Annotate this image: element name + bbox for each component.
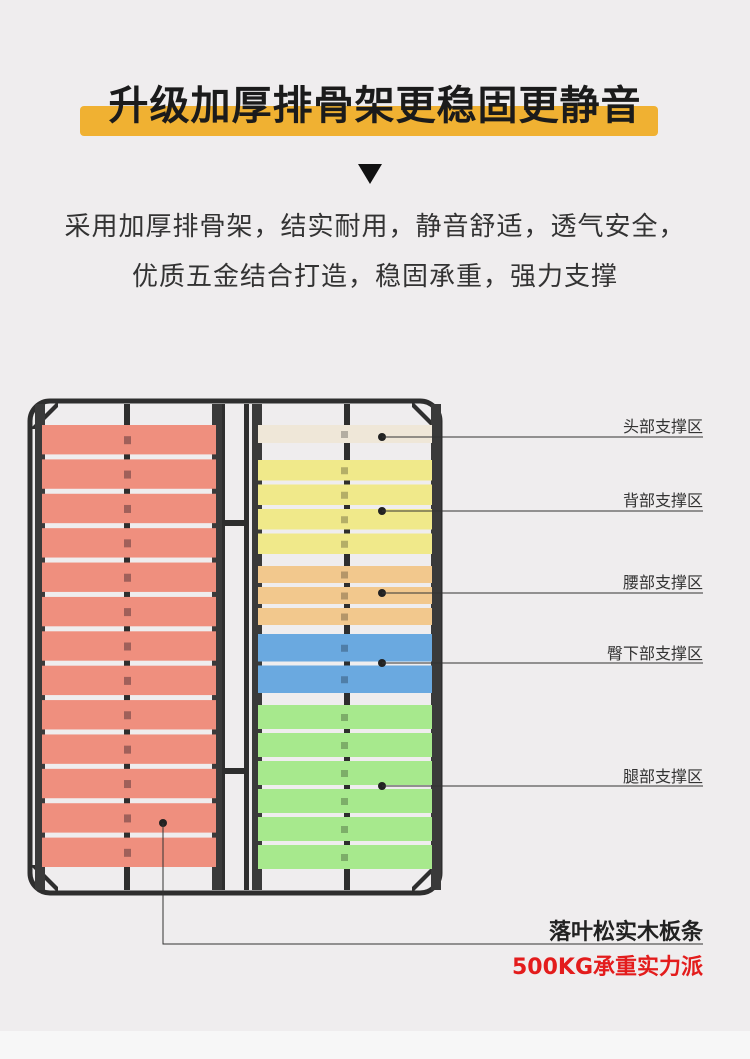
right-slat bbox=[258, 845, 432, 869]
wood-slat-label: 落叶松实木板条 bbox=[548, 920, 703, 945]
slat-holder bbox=[431, 404, 441, 890]
right-slat bbox=[258, 789, 432, 813]
right-slat bbox=[258, 761, 432, 785]
slat-holder bbox=[35, 404, 45, 890]
title-highlight bbox=[80, 106, 658, 136]
slat-clip bbox=[124, 745, 131, 754]
slat-clip bbox=[124, 608, 131, 617]
slat-clip bbox=[341, 826, 348, 833]
slat-holder bbox=[252, 404, 262, 890]
right-slat bbox=[258, 705, 432, 729]
page-title: 升级加厚排骨架更稳固更静音 bbox=[108, 83, 642, 129]
slat-clip bbox=[341, 798, 348, 805]
center-beam bbox=[244, 404, 249, 890]
right-slat bbox=[258, 634, 432, 662]
slat-clip bbox=[341, 431, 348, 438]
zone-label-back: 背部支撑区 bbox=[622, 491, 703, 510]
right-slat bbox=[258, 608, 432, 625]
slat-clip bbox=[124, 642, 131, 651]
slat-clip bbox=[124, 780, 131, 789]
slat-clip bbox=[124, 470, 131, 479]
right-slat bbox=[258, 425, 432, 443]
slat-clip bbox=[341, 854, 348, 861]
description-line-1: 采用加厚排骨架，结实耐用，静音舒适，透气安全， bbox=[64, 212, 686, 242]
zone-label-hip: 臀下部支撑区 bbox=[606, 644, 703, 663]
description-line-2: 优质五金结合打造，稳固承重，强力支撑 bbox=[131, 262, 618, 292]
slat-clip bbox=[341, 491, 348, 499]
slat-clip bbox=[341, 613, 348, 621]
center-beam bbox=[220, 404, 225, 890]
slat-clip bbox=[124, 848, 131, 857]
right-slat bbox=[258, 733, 432, 757]
right-slat bbox=[258, 460, 432, 481]
slat-clip bbox=[124, 814, 131, 823]
right-slat bbox=[258, 817, 432, 841]
slat-clip bbox=[124, 539, 131, 548]
load-capacity-label: 500KG承重实力派 bbox=[511, 955, 703, 980]
right-slat bbox=[258, 484, 432, 505]
zone-label-leg: 腿部支撑区 bbox=[622, 767, 703, 786]
slat-clip bbox=[124, 711, 131, 720]
down-triangle-icon bbox=[358, 164, 382, 184]
slat-holder bbox=[212, 404, 222, 890]
slat-clip bbox=[341, 571, 348, 579]
right-slat bbox=[258, 533, 432, 554]
right-slat bbox=[258, 665, 432, 693]
zone-label-waist: 腰部支撑区 bbox=[622, 573, 703, 592]
slat-clip bbox=[341, 742, 348, 749]
zone-label-head: 头部支撑区 bbox=[622, 417, 703, 436]
center-connector bbox=[220, 520, 249, 526]
title-wrap: 升级加厚排骨架更稳固更静音 bbox=[0, 78, 750, 134]
slat-clip bbox=[341, 714, 348, 721]
slat-clip bbox=[341, 592, 348, 600]
slat-clip bbox=[124, 676, 131, 685]
slat-clip bbox=[341, 540, 348, 548]
slat-clip bbox=[124, 573, 131, 582]
bottom-strip bbox=[0, 1031, 750, 1059]
slat-clip bbox=[124, 504, 131, 513]
slat-clip bbox=[341, 770, 348, 777]
center-connector bbox=[220, 768, 249, 774]
slat-clip bbox=[341, 644, 348, 652]
slat-clip bbox=[124, 436, 131, 445]
right-slat bbox=[258, 509, 432, 530]
slat-clip bbox=[341, 467, 348, 475]
leader-line-wood bbox=[162, 823, 703, 945]
slat-clip bbox=[341, 516, 348, 524]
slat-clip bbox=[341, 676, 348, 684]
right-slat bbox=[258, 566, 432, 583]
right-slat bbox=[258, 587, 432, 604]
